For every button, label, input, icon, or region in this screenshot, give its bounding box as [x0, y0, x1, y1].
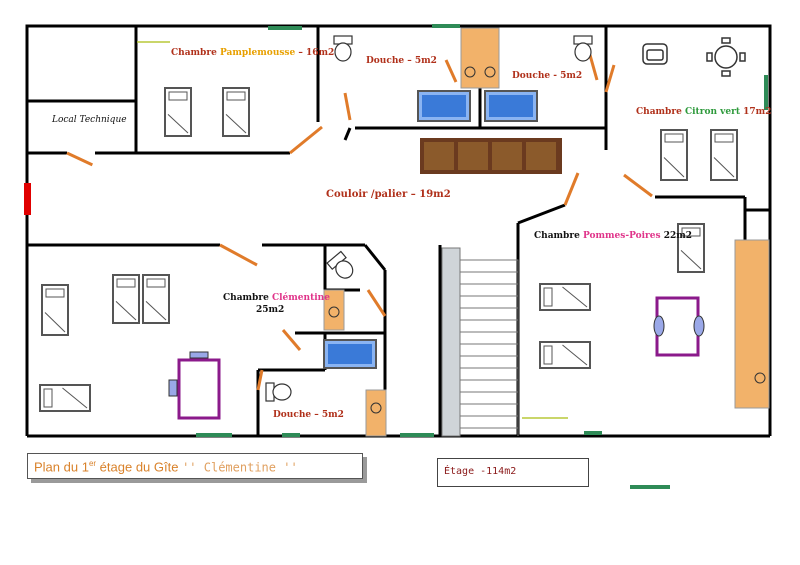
room-label-local-technique: Local Technique	[52, 115, 127, 125]
armchair-and-table	[642, 37, 746, 77]
room-label-citron-vert: Chambre Citron vert 17m2	[636, 107, 771, 117]
title-middle: étage du Gîte	[96, 459, 183, 475]
room-name: Citron vert	[684, 107, 740, 117]
bed	[164, 87, 192, 137]
bathtubs	[323, 90, 538, 369]
doors	[66, 54, 653, 391]
room-name: Clémentine	[271, 293, 330, 303]
bed	[660, 129, 688, 181]
room-name: Pommes-Poires	[582, 231, 661, 241]
bed	[41, 284, 69, 336]
room-area: 17m2	[739, 107, 772, 117]
red-door	[24, 183, 31, 215]
chairs	[168, 315, 705, 397]
bed	[142, 274, 170, 324]
title-prefix: Plan du 1	[34, 459, 89, 475]
wood-cabinet	[420, 138, 562, 174]
room-name: Pamplemousse	[219, 48, 296, 58]
room-label-clementine: Chambre Clémentine	[223, 293, 330, 303]
bed	[222, 87, 250, 137]
room-label-douche-3: Douche – 5m2	[273, 410, 344, 420]
room-label-douche-1: Douche – 5m2	[366, 56, 437, 66]
toilets	[265, 35, 593, 402]
beds	[39, 87, 738, 412]
room-prefix: Chambre	[534, 231, 583, 241]
bed	[539, 341, 591, 369]
windows	[196, 24, 768, 489]
room-label-pamplemousse: Chambre Pamplemousse – 16m2	[171, 48, 334, 58]
room-prefix: Chambre	[636, 107, 685, 117]
room-label-pommes-poires: Chambre Pommes-Poires 22m2	[534, 231, 692, 241]
room-label-couloir: Couloir /palier – 19m2	[326, 189, 451, 200]
total-area-box: Étage -114m2	[437, 458, 589, 487]
plan-title: Plan du 1er étage du Gîte '' Clémentine …	[34, 459, 298, 474]
room-area: 22m2	[660, 231, 693, 241]
room-area: – 16m2	[295, 48, 335, 58]
title-superscript: er	[88, 459, 97, 468]
bed	[39, 384, 91, 412]
room-prefix: Chambre	[223, 293, 272, 303]
room-prefix: Chambre	[171, 48, 220, 58]
room-label-douche-2: Douche - 5m2	[512, 71, 583, 81]
bed	[677, 223, 705, 273]
staircase	[441, 247, 519, 437]
plan-title-box: Plan du 1er étage du Gîte '' Clémentine …	[27, 453, 363, 479]
bed	[710, 129, 738, 181]
room-area-clementine: 25m2	[256, 305, 285, 315]
bed	[539, 283, 591, 311]
title-gite-name: '' Clémentine ''	[182, 460, 298, 475]
total-area-text: Étage -114m2	[444, 466, 517, 477]
sinks	[328, 66, 766, 414]
bed	[112, 274, 140, 324]
